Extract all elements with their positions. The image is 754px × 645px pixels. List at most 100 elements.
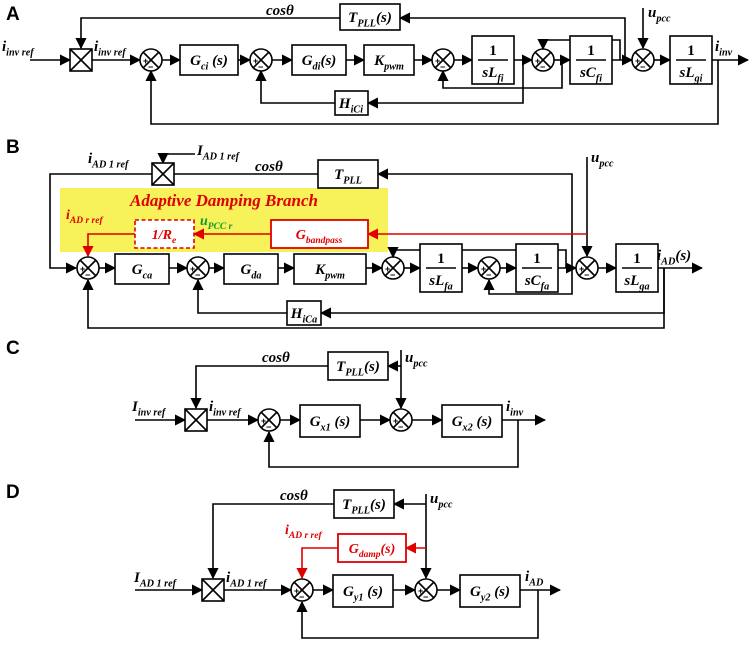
block-pll-b: TPLL [317, 159, 379, 189]
sum-junction-b3: +− [381, 256, 405, 280]
svg-text:+: + [261, 416, 266, 426]
svg-text:+: + [535, 56, 540, 66]
svg-text:−: − [258, 62, 263, 72]
svg-text:−: − [195, 270, 200, 280]
input-ref-label-a: iinv ref [2, 39, 35, 59]
sum-junction-d2: +− [414, 578, 438, 602]
input-ref-label-d: IAD 1 ref [133, 570, 178, 590]
sum-junction-a5: +− [631, 48, 655, 72]
sum-junction-a2: +− [249, 48, 273, 72]
iad1-ref-right-label: IAD 1 ref [196, 143, 241, 163]
svg-text:1: 1 [437, 251, 445, 267]
upcc-label-d: upcc [430, 491, 453, 511]
panel-c: C +− +− TPLL(s) Gx1 (s) Gx2 (s) cosθ upc… [6, 338, 547, 468]
svg-text:+: + [143, 56, 148, 66]
svg-text:1: 1 [633, 251, 641, 267]
block-gca: Gca [114, 253, 170, 285]
svg-text:−: − [299, 592, 304, 602]
block-pll-a: TPLL(s) [339, 3, 401, 31]
upcc-label-a: upcc [648, 5, 671, 25]
upcc-label-b: upcc [591, 150, 614, 170]
block-gbandpass: Gbandpass [270, 219, 369, 249]
block-pll-c: TPLL(s) [327, 351, 389, 381]
cos-theta-label-c: cosθ [262, 350, 290, 366]
svg-text:+: + [635, 56, 640, 66]
output-label-c: iinv [506, 399, 524, 419]
svg-text:+: + [418, 586, 423, 596]
sum-junction-c2: +− [389, 408, 413, 432]
svg-text:+: + [435, 56, 440, 66]
mid-ref-label-d: iAD 1 ref [226, 570, 268, 590]
svg-text:1: 1 [489, 43, 497, 59]
panel-label-d: D [6, 482, 20, 503]
multiplier-a [69, 48, 93, 72]
block-gy1: Gy1 (s) [332, 574, 394, 608]
block-gdamp: Gdamp(s) [337, 533, 407, 563]
multiplier-c [184, 408, 208, 432]
block-gdi: Gdi(s) [291, 44, 347, 76]
cos-theta-label-d: cosθ [280, 488, 308, 504]
svg-text:1/Re: 1/Re [152, 228, 177, 246]
mid-ref-label-a: iinv ref [94, 39, 127, 59]
svg-text:1: 1 [533, 251, 541, 267]
output-label-d: iAD [525, 569, 544, 589]
svg-text:+: + [385, 264, 390, 274]
iad-r-ref-label-d: iAD r ref [285, 523, 322, 541]
svg-text:−: − [390, 270, 395, 280]
svg-text:−: − [540, 62, 545, 72]
adaptive-damping-title: Adaptive Damping Branch [129, 191, 318, 210]
panel-d: D +− +− TPLL(s) Gdamp(s) Gy1 (s) Gy2 (s)… [6, 482, 562, 639]
svg-text:1: 1 [687, 43, 695, 59]
sum-junction-b2: +− [186, 256, 210, 280]
sum-junction-b4: +− [477, 256, 501, 280]
panel-label-a: A [6, 4, 20, 25]
svg-text:−: − [440, 62, 445, 72]
svg-text:−: − [398, 422, 403, 432]
svg-text:+: + [294, 586, 299, 596]
svg-text:Gx2 (s): Gx2 (s) [452, 414, 493, 434]
block-kpwm-b: Kpwm [293, 253, 367, 285]
block-pll-d: TPLL(s) [333, 489, 395, 519]
block-hica: HiCa [286, 300, 322, 326]
block-hici: HiCi [334, 90, 369, 116]
iad1-ref-left-label: iAD 1 ref [88, 151, 130, 171]
multiplier-b [151, 162, 175, 186]
svg-text:−: − [148, 62, 153, 72]
sum-junction-a1: +− [139, 48, 163, 72]
sum-junction-b1: +− [76, 256, 100, 280]
svg-text:−: − [423, 592, 428, 602]
block-gx1: Gx1 (s) [299, 404, 361, 438]
svg-text:+: + [393, 416, 398, 426]
sum-junction-a3: +− [431, 48, 455, 72]
multiplier-d [201, 578, 225, 602]
svg-text:+: + [190, 264, 195, 274]
svg-text:Gci (s): Gci (s) [190, 53, 228, 73]
block-kpwm: Kpwm [363, 44, 415, 76]
svg-text:Gy2 (s): Gy2 (s) [470, 584, 510, 604]
panel-label-b: B [6, 137, 20, 158]
sum-junction-a4: +− [531, 48, 555, 72]
output-label-a: iinv [715, 39, 733, 59]
svg-text:−: − [640, 62, 645, 72]
cos-theta-label-b: cosθ [255, 159, 283, 175]
block-inv-re: 1/Re [134, 219, 195, 249]
output-label-b: iAD(s) [657, 248, 691, 268]
panel-a: A +− +− +− +− [2, 3, 750, 125]
svg-text:+: + [80, 264, 85, 274]
sum-junction-b5: +− [575, 256, 599, 280]
block-gx2: Gx2 (s) [441, 404, 503, 438]
svg-text:+: + [481, 264, 486, 274]
svg-text:+: + [579, 264, 584, 274]
sum-junction-c1: +− [257, 408, 281, 432]
cos-theta-label-a: cosθ [266, 3, 294, 19]
svg-text:−: − [85, 270, 90, 280]
upcc-label-c: upcc [405, 350, 428, 370]
block-gci: Gci (s) [179, 44, 239, 76]
